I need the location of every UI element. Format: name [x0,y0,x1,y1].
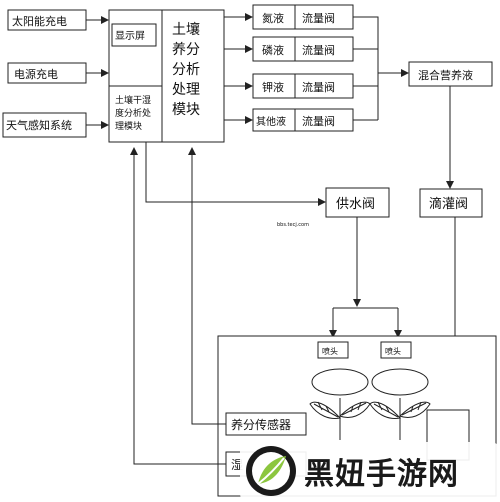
nozzle-left-label: 喷头 [322,346,338,356]
liquid-label: 磷液 [262,43,284,57]
plant-leaf [399,401,431,418]
liquid-row-phosphorus: 磷液 流量阀 [252,36,354,62]
display-label: 显示屏 [115,30,145,42]
moisture-module-line-3: 理模块 [115,120,142,132]
nozzle-split [332,307,399,337]
flow-valve-label: 流量阀 [302,80,335,94]
liquid-row-other: 其他液 流量阀 [252,108,354,132]
liquid-label: 其他液 [256,115,286,128]
flow-valve-label: 流量阀 [302,114,335,128]
leaf-veins [313,401,367,418]
drip-valve-label: 滴灌阀 [429,196,468,212]
controller-to-supply-arrow [145,142,326,206]
mix-label: 混合营养液 [418,68,473,82]
nutrient-feedback-arrow [188,147,226,425]
nutrient-module-line-3: 分析 [172,62,200,78]
flow-valve-box [294,73,354,99]
site-logo-icon [246,446,296,496]
nozzle-left-box [317,341,349,359]
flow-valve-label: 流量阀 [302,11,335,25]
watermark-banner: 黑妞手游网 [240,442,498,500]
plant-leaf [309,401,341,419]
mix-box [408,61,493,87]
nutrient-sensor-label: 养分传感器 [231,417,291,432]
nutrient-module-line-4: 处理 [172,82,200,98]
liquid-label: 氮液 [262,11,284,25]
moisture-feedback-arrow [130,147,226,465]
plant-leaf [369,401,401,419]
liquid-row-nitrogen: 氮液 流量阀 [252,4,354,30]
plant-right [369,368,431,440]
liquid-label: 钾液 [262,80,284,94]
nutrient-module-line-1: 土壤 [172,21,200,38]
nozzle-right-label: 喷头 [385,346,401,356]
collector-lines [353,16,379,121]
flow-valve-box [294,36,354,62]
moisture-module-line-2: 度分析处 [115,107,151,119]
drip-valve-box [419,188,483,218]
weather-sensing-box [2,112,87,138]
flow-valve-box [294,4,354,30]
spray-ellipse [311,368,369,396]
watermark-text: 黑妞手游网 [304,457,459,492]
solar-charging-label: 太阳能充电 [12,14,67,28]
site-text: bbs.tecj.com [277,222,309,228]
supply-valve-box [325,187,390,218]
moisture-module-line-1: 土壤干湿 [115,94,151,106]
leaf-veins [373,401,427,418]
nozzle-right-box [380,341,412,359]
supply-valve-label: 供水阀 [336,197,375,212]
liquid-row-potassium: 钾液 流量阀 [252,73,354,99]
nutrient-module-line-5: 模块 [172,102,200,118]
nutrient-module-line-2: 养分 [172,42,200,58]
spray-ellipse [371,368,429,396]
display-box [111,23,157,47]
power-charging-label: 电源充电 [14,67,58,81]
flow-valve-label: 流量阀 [302,43,335,57]
weather-sensing-label: 天气感知系统 [6,118,72,132]
